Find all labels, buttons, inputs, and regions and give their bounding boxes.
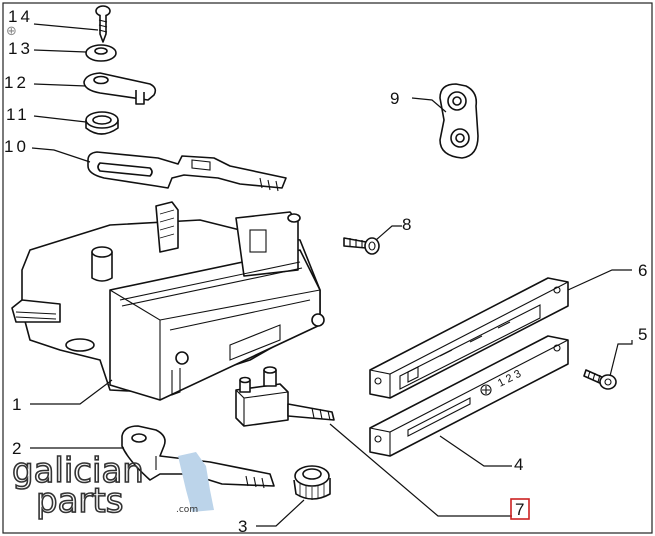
watermark-suffix: .com <box>176 505 198 515</box>
callout-7-highlight-box <box>510 498 530 520</box>
part-4-control-panel[interactable]: 1 2 3 <box>369 335 569 457</box>
part-7-switch[interactable] <box>235 366 335 427</box>
part-6-control-panel[interactable] <box>369 277 569 399</box>
callout-3[interactable]: 3 <box>238 517 247 536</box>
zoom-in-icon[interactable]: ⊕ <box>6 24 17 39</box>
part-9-bracket[interactable] <box>439 83 479 159</box>
callout-11[interactable]: 11 <box>6 105 30 124</box>
callout-6[interactable]: 6 <box>638 261 647 280</box>
watermark-line2: parts <box>36 481 123 521</box>
callout-5[interactable]: 5 <box>638 325 647 344</box>
part-11-bushing[interactable] <box>85 111 119 135</box>
part-1-housing[interactable] <box>11 201 325 401</box>
callout-2[interactable]: 2 <box>12 439 21 458</box>
callout-13[interactable]: 13 <box>8 39 33 58</box>
callout-10[interactable]: 10 <box>4 137 29 156</box>
callout-14[interactable]: 14 <box>8 7 33 26</box>
leader-lines <box>30 23 633 527</box>
callout-9[interactable]: 9 <box>390 89 399 108</box>
part-2-lever[interactable] <box>121 425 275 489</box>
callout-4[interactable]: 4 <box>514 455 523 474</box>
callout-8[interactable]: 8 <box>402 215 411 234</box>
galician-parts-watermark: galician parts .com <box>11 450 214 522</box>
callout-labels: 14 13 12 11 10 9 8 6 5 4 7 1 2 3 <box>4 7 647 536</box>
part-10-slotted-lever[interactable] <box>87 151 287 192</box>
watermark-line1: galician <box>12 451 144 491</box>
part-3-knob[interactable] <box>293 465 331 500</box>
part-12-lever[interactable] <box>83 72 157 105</box>
part-5-screw[interactable] <box>583 369 617 390</box>
part-8-screw[interactable] <box>343 237 380 255</box>
callout-7[interactable]: 7 <box>515 500 524 519</box>
part-14-screw[interactable] <box>95 5 111 43</box>
part-13-nut[interactable] <box>85 44 117 62</box>
callout-12[interactable]: 12 <box>4 73 29 92</box>
callout-1[interactable]: 1 <box>12 395 21 414</box>
